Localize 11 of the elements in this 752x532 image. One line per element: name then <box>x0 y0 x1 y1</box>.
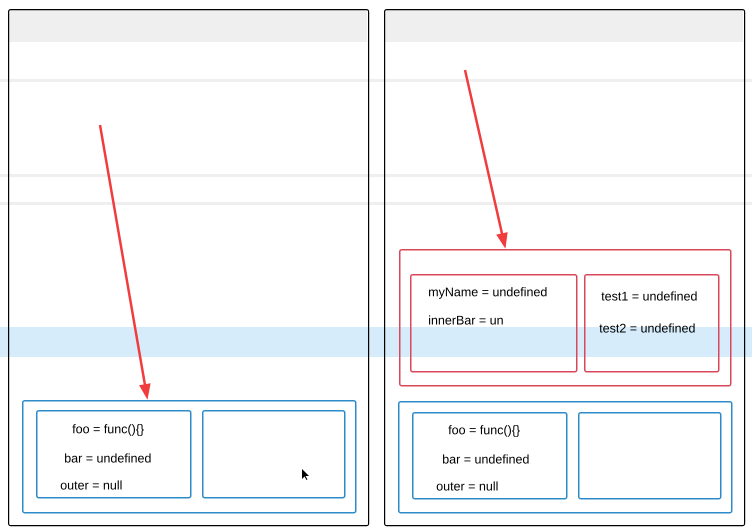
empty-box <box>202 410 346 498</box>
variable-box: test1 = undefined test2 = undefined <box>584 274 720 372</box>
outer-box <box>22 400 356 514</box>
panel-frame <box>384 9 746 526</box>
panel-frame <box>8 9 370 526</box>
empty-box <box>578 412 722 500</box>
variable-box: myName = undefined innerBar = un <box>410 274 578 372</box>
variable-box: foo = func(){} bar = undefined outer = null <box>36 410 192 498</box>
outer-box <box>399 249 732 386</box>
outer-box <box>398 401 732 514</box>
variable-box: foo = func(){} bar = undefined outer = null <box>412 412 568 500</box>
